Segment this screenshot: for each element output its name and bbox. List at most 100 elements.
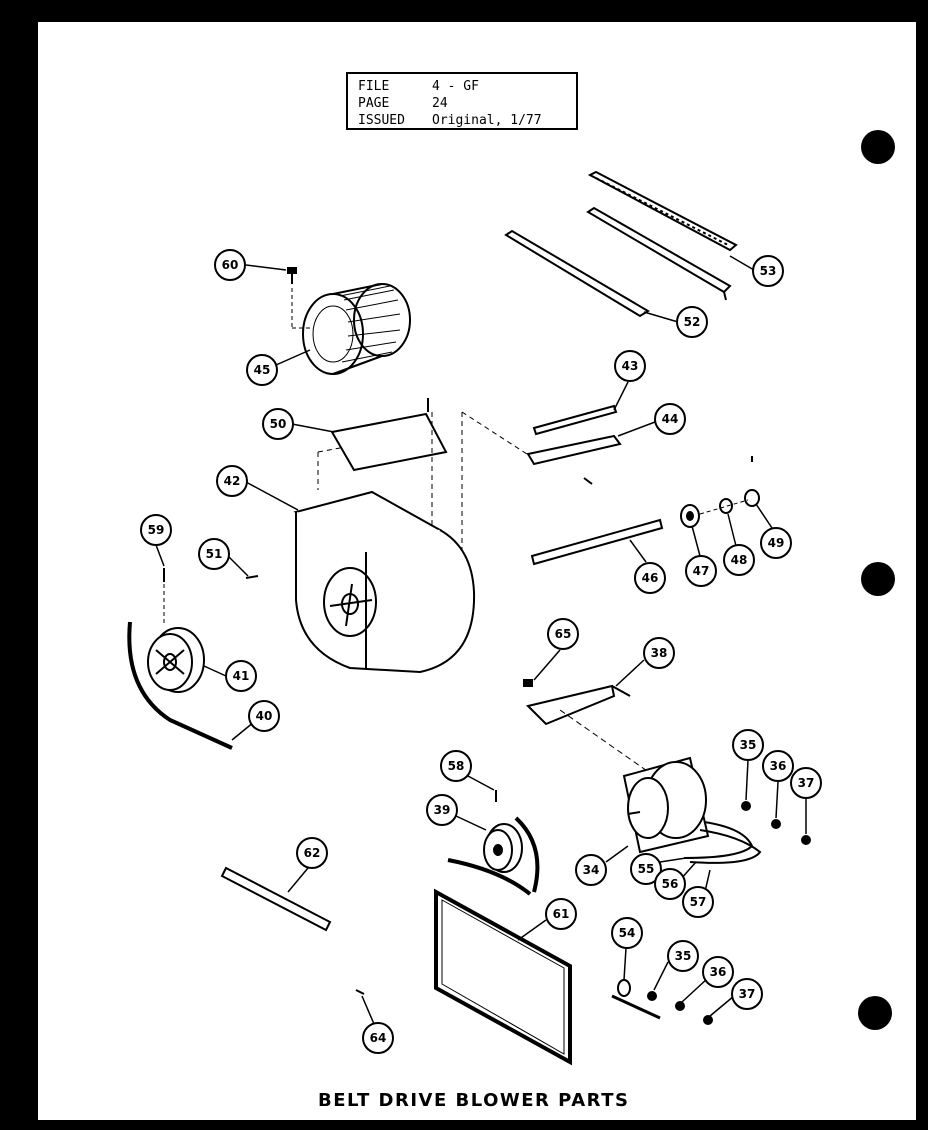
- svg-text:43: 43: [622, 359, 639, 373]
- svg-text:61: 61: [553, 907, 570, 921]
- svg-text:39: 39: [434, 803, 451, 817]
- callout-61: 61: [545, 898, 577, 930]
- svg-text:44: 44: [662, 412, 679, 426]
- issued-label: ISSUED: [358, 113, 405, 128]
- callout-38: 38: [643, 637, 675, 669]
- svg-text:52: 52: [684, 315, 701, 329]
- part-42-blower-housing: [293, 490, 476, 674]
- punch-hole-bottom: [858, 996, 892, 1030]
- part-48-collar: [719, 498, 733, 514]
- svg-text:51: 51: [206, 547, 223, 561]
- part-46-shaft: [530, 518, 664, 566]
- callout-40: 40: [248, 700, 280, 732]
- part-50-cover-plate: [330, 398, 448, 472]
- file-info-box: FILE 4 - GF PAGE 24 ISSUED Original, 1/77: [346, 72, 578, 130]
- callout-65: 65: [547, 618, 579, 650]
- part-61-filter: [434, 888, 572, 1066]
- svg-text:65: 65: [555, 627, 572, 641]
- svg-text:58: 58: [448, 759, 465, 773]
- callout-34: 34: [575, 854, 607, 886]
- part-49-collar: [744, 456, 760, 507]
- svg-text:38: 38: [651, 646, 668, 660]
- part-motor-belt: [447, 816, 540, 896]
- callout-35-lower: 35: [667, 940, 699, 972]
- callout-48: 48: [723, 544, 755, 576]
- issued-value: Original, 1/77: [432, 113, 542, 128]
- callout-52: 52: [676, 306, 708, 338]
- svg-text:57: 57: [690, 895, 707, 909]
- svg-text:35: 35: [675, 949, 692, 963]
- part-55-57-wires: [683, 821, 762, 864]
- svg-text:34: 34: [583, 863, 600, 877]
- svg-text:42: 42: [224, 474, 241, 488]
- part-62-strip: [220, 866, 332, 932]
- callout-36-lower: 36: [702, 956, 734, 988]
- callout-57: 57: [682, 886, 714, 918]
- part-34-motor: [622, 756, 710, 854]
- file-label: FILE: [358, 79, 390, 94]
- part-51-screw: [245, 575, 259, 579]
- svg-text:62: 62: [304, 846, 321, 860]
- file-value: 4 - GF: [432, 79, 479, 94]
- callout-37-lower: 37: [731, 978, 763, 1010]
- svg-text:37: 37: [798, 776, 815, 790]
- part-44-bracket: [526, 434, 622, 485]
- svg-text:36: 36: [770, 759, 787, 773]
- svg-text:54: 54: [619, 926, 636, 940]
- part-60-screw: [287, 267, 297, 284]
- callout-62: 62: [296, 837, 328, 869]
- svg-text:49: 49: [768, 536, 785, 550]
- callout-56: 56: [654, 868, 686, 900]
- svg-text:60: 60: [222, 258, 239, 272]
- part-64-screw: [355, 989, 365, 995]
- page-label: PAGE: [358, 96, 390, 111]
- callout-50: 50: [262, 408, 294, 440]
- svg-text:59: 59: [148, 523, 165, 537]
- part-45-blower-wheel: [302, 283, 411, 375]
- part-40-belt: [127, 621, 233, 750]
- callout-42: 42: [216, 465, 248, 497]
- leader-lines: [155, 255, 807, 1025]
- svg-text:50: 50: [270, 417, 287, 431]
- page-value: 24: [432, 96, 448, 111]
- callout-55: 55: [630, 853, 662, 885]
- svg-text:64: 64: [370, 1031, 387, 1045]
- callout-39: 39: [426, 794, 458, 826]
- callout-35-upper: 35: [732, 729, 764, 761]
- svg-text:48: 48: [731, 553, 748, 567]
- svg-text:35: 35: [740, 738, 757, 752]
- part-41-pulley: [147, 627, 205, 693]
- callout-64: 64: [362, 1022, 394, 1054]
- callout-45: 45: [246, 354, 278, 386]
- callout-46: 46: [634, 562, 666, 594]
- svg-text:37: 37: [739, 987, 756, 1001]
- part-47-bearing: [680, 504, 700, 528]
- punch-hole-middle: [861, 562, 895, 596]
- callout-49: 49: [760, 527, 792, 559]
- part-39-motor-pulley: [483, 823, 523, 873]
- callout-60: 60: [214, 249, 246, 281]
- svg-text:53: 53: [760, 264, 777, 278]
- part-35-37-hardware-lower: [647, 991, 713, 1025]
- svg-text:41: 41: [233, 669, 250, 683]
- svg-text:36: 36: [710, 965, 727, 979]
- callout-59: 59: [140, 514, 172, 546]
- part-35-37-hardware-upper: [741, 801, 811, 845]
- part-52-rails: [504, 206, 732, 318]
- callout-41: 41: [225, 660, 257, 692]
- part-54-hardware: [611, 979, 661, 1020]
- part-38-motor-bracket: [523, 679, 631, 726]
- callout-53: 53: [752, 255, 784, 287]
- callout-47: 47: [685, 555, 717, 587]
- part-53-rail: [587, 170, 738, 252]
- punch-hole-top: [861, 130, 895, 164]
- callout-51: 51: [198, 538, 230, 570]
- part-43-bracket: [532, 404, 618, 436]
- callout-36-upper: 36: [762, 750, 794, 782]
- svg-text:46: 46: [642, 571, 659, 585]
- diagram-caption: BELT DRIVE BLOWER PARTS: [318, 1090, 630, 1111]
- callout-43: 43: [614, 350, 646, 382]
- svg-text:40: 40: [256, 709, 273, 723]
- svg-text:45: 45: [254, 363, 271, 377]
